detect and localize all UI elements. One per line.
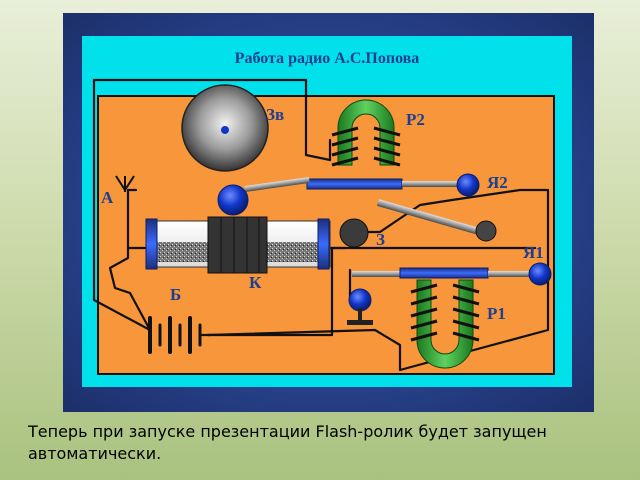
relay1-magnet	[410, 279, 480, 369]
antenna-icon	[115, 175, 135, 192]
slide-title: Работа радио А.С.Попова	[234, 50, 420, 67]
label-armature2: Я2	[487, 173, 508, 192]
label-relay1: Р1	[487, 304, 506, 323]
label-antenna: А	[101, 188, 114, 207]
armature2	[217, 173, 480, 216]
label-armature1: Я1	[523, 243, 544, 262]
hammer-rod	[376, 199, 497, 242]
contact-post	[347, 288, 373, 325]
circuit-wires	[92, 78, 550, 372]
relay2-magnet	[331, 99, 401, 167]
bell	[181, 84, 269, 172]
label-battery: Б	[170, 285, 181, 304]
armature1	[352, 262, 552, 286]
label-bell: Зв	[266, 105, 284, 124]
battery-icon	[128, 291, 212, 354]
label-coherer: К	[249, 273, 262, 292]
label-relay2: Р2	[406, 110, 425, 129]
hammer-ball	[339, 218, 369, 248]
label-hammer: З	[376, 230, 385, 249]
slide-caption: Теперь при запуске презентации Flash-рол…	[28, 422, 547, 463]
coherer	[145, 216, 331, 274]
